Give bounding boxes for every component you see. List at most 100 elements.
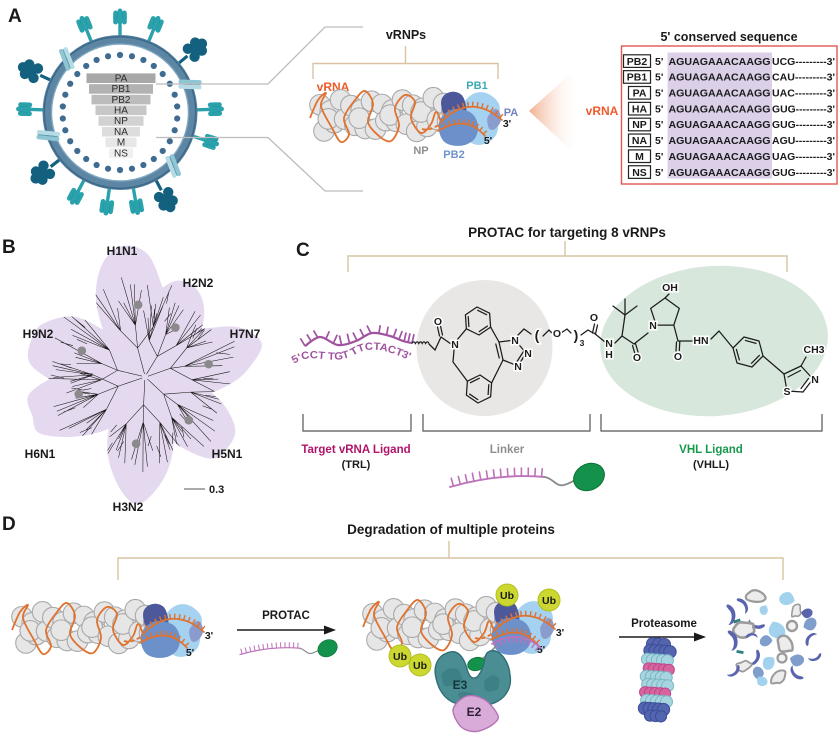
ha-spike xyxy=(145,15,164,46)
m2-channel-part-part xyxy=(36,130,60,137)
protac-chemical-structure-part xyxy=(580,329,594,336)
tree-branches-part xyxy=(84,277,173,375)
m1-dot xyxy=(171,127,178,134)
protac-cartoon-small-part-part xyxy=(317,639,338,658)
protac-chemical-structure-part xyxy=(498,339,516,343)
tree-branches-part xyxy=(143,302,205,375)
protac-chemical-structure-part xyxy=(489,326,500,343)
protein-fragment xyxy=(803,617,817,631)
gene-box xyxy=(627,117,652,132)
segment-bar-PB2 xyxy=(91,94,151,105)
atom-label: O xyxy=(674,351,682,363)
na-spike xyxy=(153,177,178,213)
protac-chemical-structure-part xyxy=(800,356,807,367)
protac-cartoon-small xyxy=(239,639,338,658)
trl-abbr: (TRL) xyxy=(342,459,371,471)
atom-label: O xyxy=(590,312,598,324)
protein-fragment xyxy=(733,618,741,624)
seq-five-prime: 5' xyxy=(655,167,663,179)
ha-spike-part xyxy=(84,17,89,27)
protac-chemical-structure-part xyxy=(802,378,814,393)
proteasome-arrowhead xyxy=(694,632,706,642)
vhll-bracket xyxy=(600,414,823,432)
atom-label: CH3 xyxy=(803,344,824,356)
trl-bracket xyxy=(302,414,412,432)
na-spike-part xyxy=(189,51,200,62)
protac-chemical-structure-part xyxy=(621,335,635,345)
conserved-highlight xyxy=(667,52,772,179)
protac-chemical-structure-part xyxy=(762,355,785,375)
subtype-label-H2N2: H2N2 xyxy=(183,276,214,290)
segment-bar-M xyxy=(105,137,137,148)
na-spike-part xyxy=(182,43,194,54)
protac-chemical-structure-part xyxy=(735,339,761,365)
seq-five-prime: 5' xyxy=(655,56,663,68)
protac-cartoon-small-part-part-part xyxy=(240,642,299,655)
seq-conserved: AGUAGAAACAAGG xyxy=(669,135,771,147)
tree-branches xyxy=(147,378,222,447)
m1-dot xyxy=(116,51,124,59)
segment-bar-PA xyxy=(86,73,156,83)
subtype-label-H5N1: H5N1 xyxy=(212,447,243,461)
protac-chemical-structure-part xyxy=(594,324,599,335)
na-spike xyxy=(17,59,54,84)
oligo-teeth xyxy=(299,325,415,347)
m1-dot xyxy=(104,53,112,60)
na-spike-part xyxy=(165,201,176,213)
protac-chemical-structure-part xyxy=(614,335,623,344)
m2-channel-part xyxy=(165,154,182,178)
atom-label: 3 xyxy=(580,338,585,348)
protac-cartoon-part-part xyxy=(573,462,605,492)
na-spike-part xyxy=(196,38,208,49)
vrnps-title: vRNPs xyxy=(386,28,426,42)
protein-fragment xyxy=(776,652,788,664)
ha-spike-part xyxy=(212,111,222,113)
protein-fragment xyxy=(768,621,786,639)
segment-label: NP xyxy=(114,116,128,127)
ubiquitination-complex-part xyxy=(441,668,464,687)
protac-chemical-structure-part xyxy=(664,293,670,299)
panel-a-label: A xyxy=(8,6,22,27)
callout-line-top xyxy=(156,26,363,85)
seq-conserved: AGUAGAAACAAGG xyxy=(669,167,771,179)
subtype-label-H3N2: H3N2 xyxy=(113,500,144,514)
protein-fragment xyxy=(726,604,736,625)
m2-channel-part xyxy=(178,79,202,90)
gene-box xyxy=(627,101,652,116)
gene-label: NA xyxy=(632,135,648,147)
table-title: 5' conserved sequence xyxy=(660,30,797,44)
gene-label: PB1 xyxy=(627,72,648,84)
ha-spike-part xyxy=(69,192,75,201)
protac-cartoon-part-part-part xyxy=(449,475,546,488)
m1-dot xyxy=(62,127,69,134)
m2-channel-part-part xyxy=(62,49,71,69)
seq-five-prime: 5' xyxy=(655,103,663,115)
ub-label: Ub xyxy=(500,590,514,602)
seq-five-prime: 5' xyxy=(655,119,663,131)
proteasome-barrel-part-part xyxy=(654,710,668,723)
protac-chemical-structure-part xyxy=(516,350,525,363)
subtype-label-H6N1: H6N1 xyxy=(25,447,56,461)
subtype-label-H9N2: H9N2 xyxy=(23,327,54,341)
protac-cartoon xyxy=(449,462,605,492)
m1-dot xyxy=(93,56,100,64)
tree-node-dot xyxy=(184,415,194,425)
linker-bracket xyxy=(422,414,591,432)
scale-bar-value: 0.3 xyxy=(209,484,224,496)
seq-conserved: AGUAGAAACAAGG xyxy=(669,103,771,115)
protein-fragment xyxy=(790,665,804,680)
atom-label: ( xyxy=(535,327,540,343)
protac-chemical-structure-part xyxy=(439,325,444,336)
ha-spike-part xyxy=(209,102,221,117)
protac-chemical-structure-part xyxy=(490,359,504,384)
tree-branches xyxy=(143,302,205,375)
m1-dot xyxy=(174,103,181,110)
seq-conserved: AGUAGAAACAAGG xyxy=(669,119,771,131)
protac-chemical-structure-part xyxy=(678,340,681,352)
gene-label: M xyxy=(635,151,644,163)
